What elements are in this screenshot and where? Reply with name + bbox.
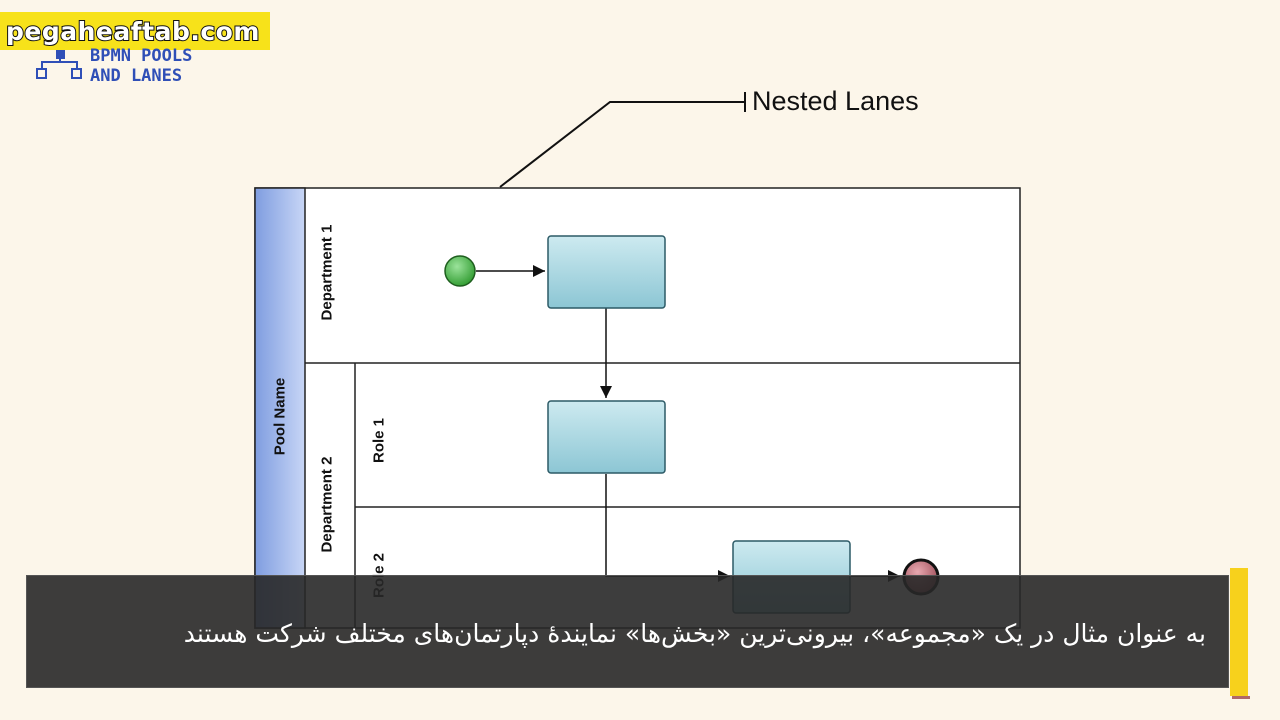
task-2 [547, 400, 666, 474]
watermark-banner: pegaheaftab.com [0, 12, 270, 50]
watermark-text: pegaheaftab.com [5, 16, 260, 47]
lane-label-department-1: Department 1 [318, 224, 336, 321]
start-event [444, 255, 476, 287]
bpmn-logo-icon [36, 50, 82, 79]
callout-pointer-line [499, 101, 745, 188]
subtitle-overlay: به عنوان مثال در یک «مجموعه»، بیرونی‌تری… [26, 575, 1229, 688]
logo-line-2: AND LANES [90, 66, 183, 86]
pool-name-label: Pool Name [271, 377, 289, 456]
logo-title: BPMN POOLS AND LANES [90, 46, 192, 86]
pool-header [254, 187, 306, 629]
subtitle-text: به عنوان مثال در یک «مجموعه»، بیرونی‌تری… [183, 619, 1206, 648]
lane-label-department-2: Department 2 [318, 456, 336, 553]
task-1 [547, 235, 666, 309]
lane-label-role-1: Role 1 [370, 418, 388, 464]
subtitle-accent-bar [1230, 568, 1248, 696]
subtitle-accent-shadow [1232, 696, 1250, 699]
callout-label: Nested Lanes [752, 86, 919, 116]
logo-line-1: BPMN POOLS [90, 46, 193, 66]
logo: BPMN POOLS AND LANES [34, 46, 234, 88]
